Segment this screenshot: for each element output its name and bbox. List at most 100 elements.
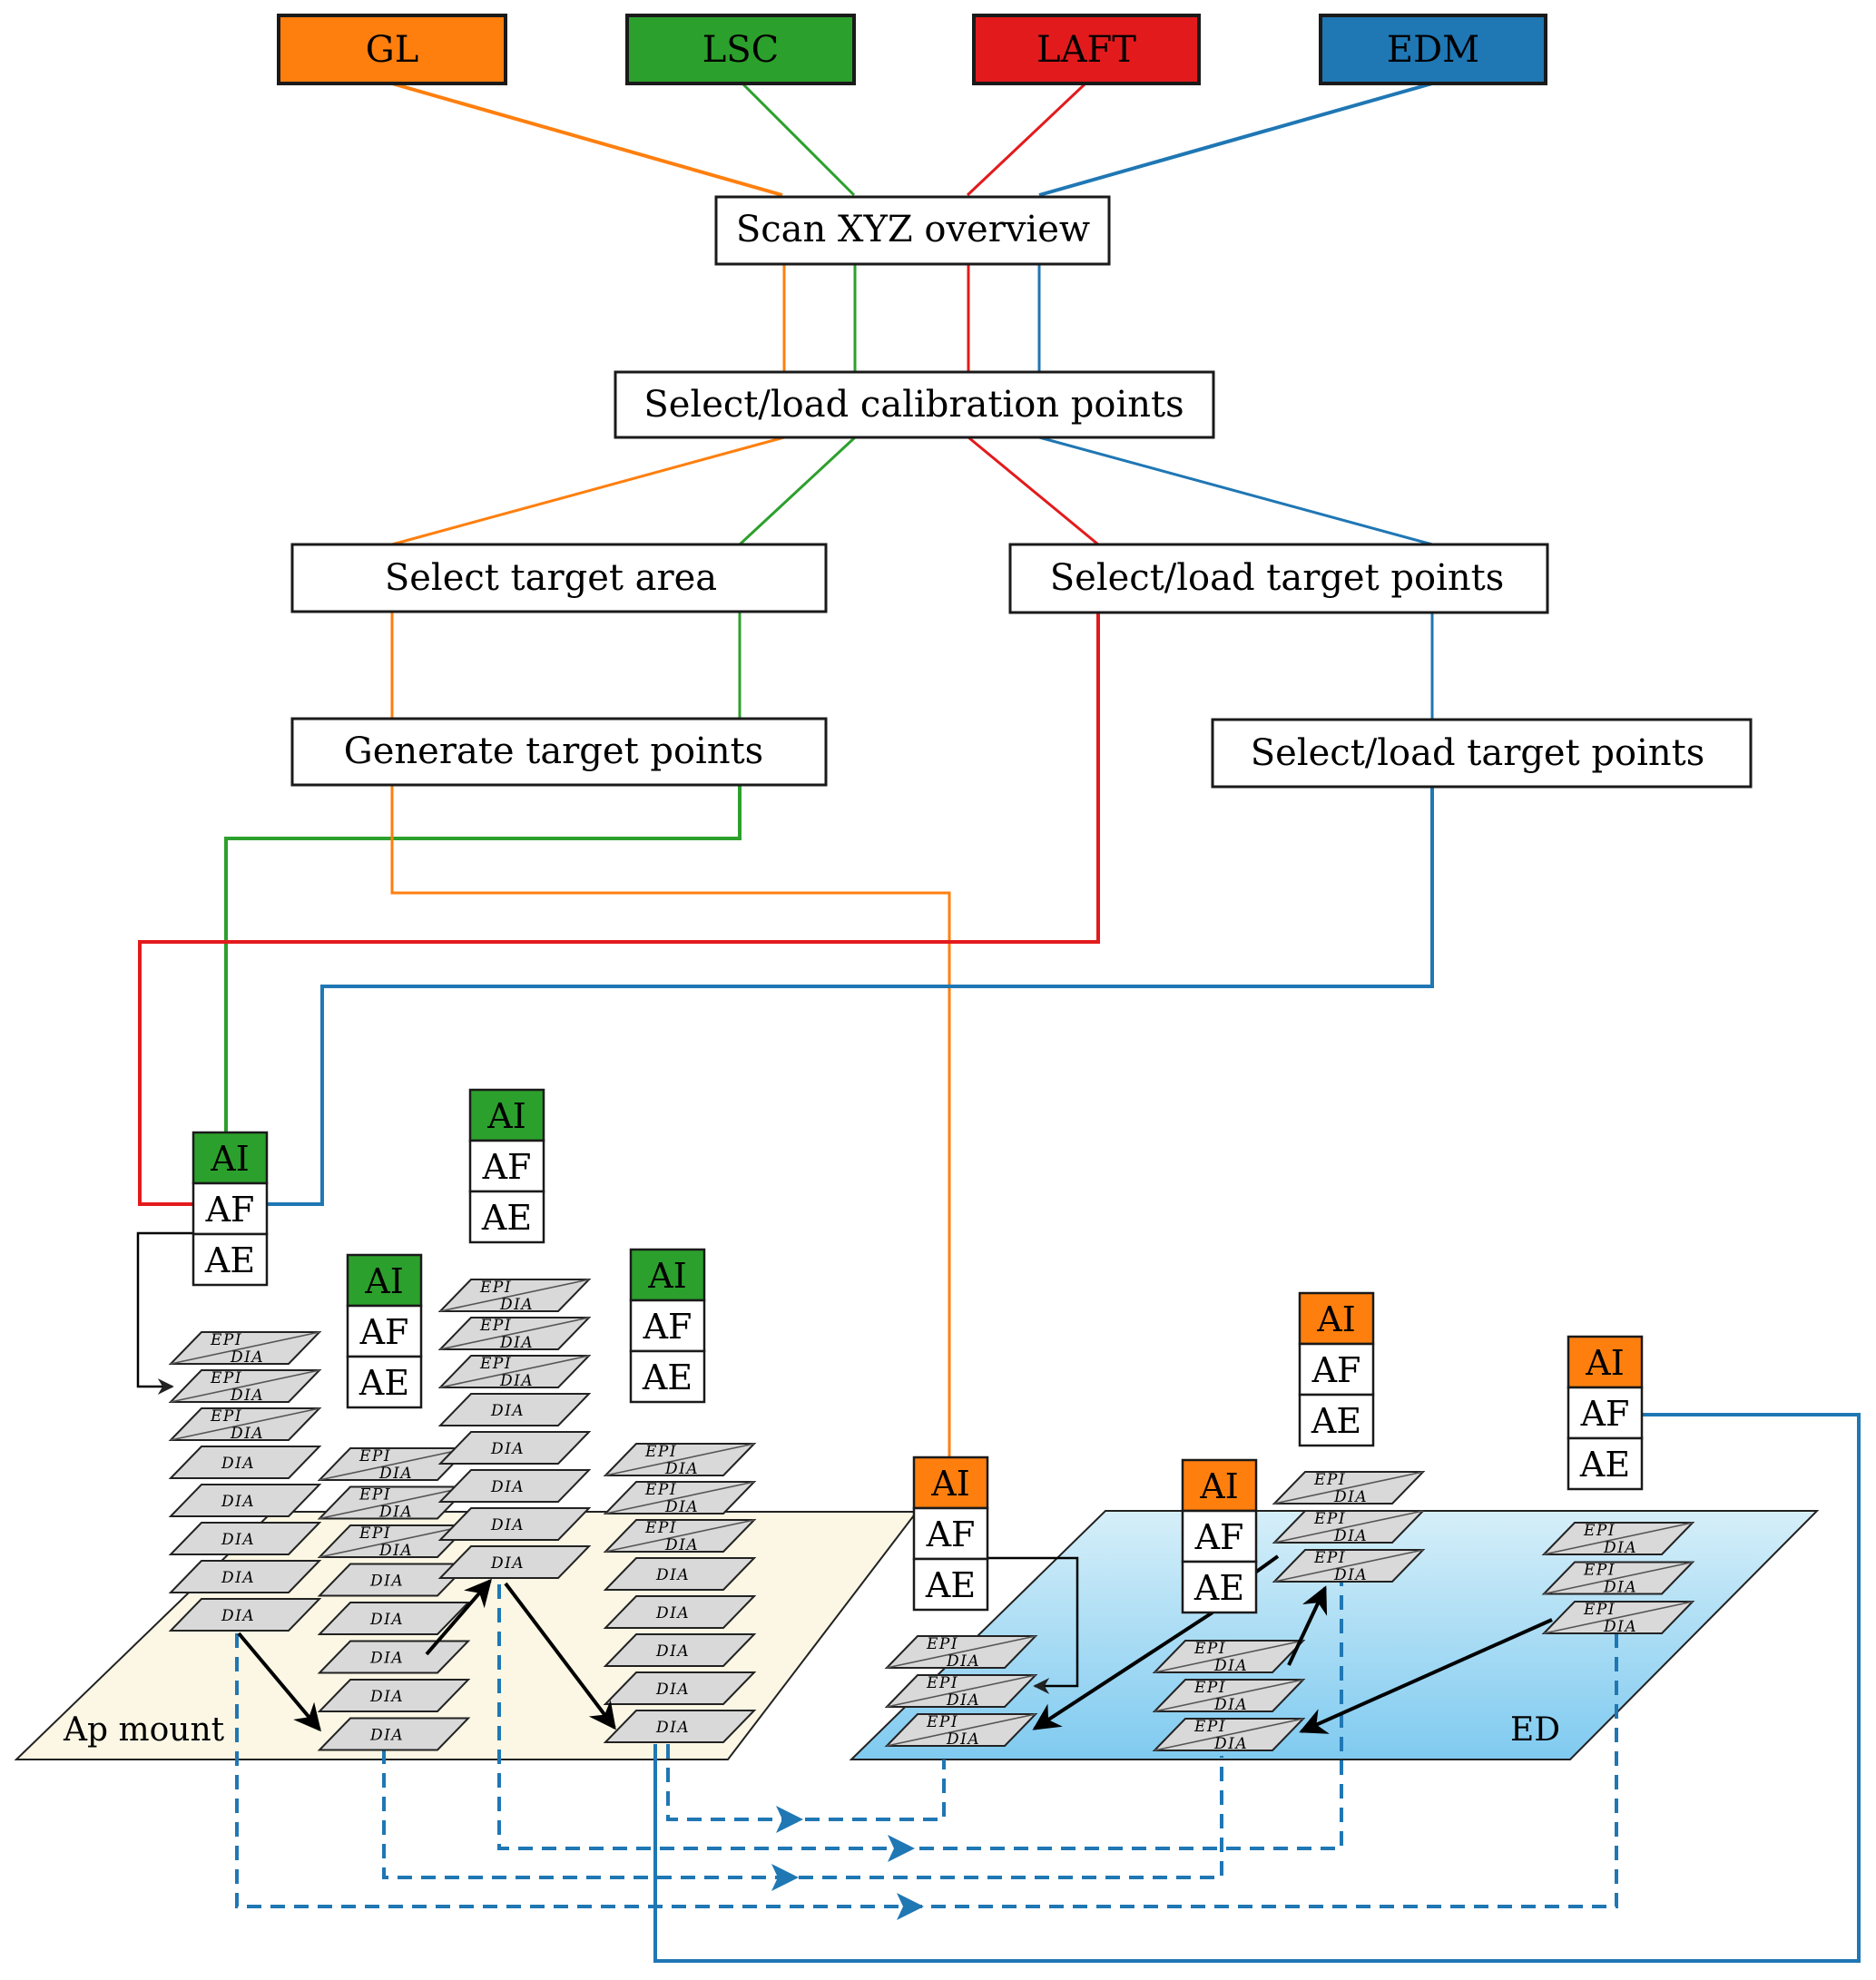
plate-divider	[170, 1331, 320, 1365]
cell-af[interactable]: AF	[629, 1299, 706, 1353]
sample-plate[interactable]: DIA	[317, 1679, 471, 1712]
plate-shape	[168, 1522, 322, 1555]
sample-plate[interactable]: DIA	[168, 1522, 322, 1555]
method-box-laft[interactable]: LAFT	[972, 14, 1201, 85]
sample-plate[interactable]: DIA	[603, 1557, 757, 1591]
plate-label-dia: DIA	[499, 1296, 534, 1314]
sample-plate[interactable]: DIA	[437, 1431, 592, 1465]
plate-label-dia: DIA	[1213, 1696, 1248, 1714]
cell-box	[1567, 1335, 1644, 1389]
cell-ae[interactable]: AE	[346, 1355, 423, 1409]
sample-plate[interactable]: DIA	[603, 1710, 757, 1743]
sample-plate[interactable]: DIA	[603, 1595, 757, 1629]
step-box-target-points-2[interactable]: Select/load target points	[1211, 718, 1753, 789]
sample-plate[interactable]: DIA	[168, 1446, 322, 1479]
plate-label-dia: DIA	[378, 1465, 413, 1483]
step-box-target-area[interactable]: Select target area	[290, 543, 828, 613]
cell-ai[interactable]: AI	[468, 1088, 545, 1142]
cell-ae[interactable]: AE	[1567, 1436, 1644, 1491]
sample-plate[interactable]: DIA	[437, 1545, 592, 1579]
cell-af[interactable]: AF	[1181, 1509, 1258, 1563]
sample-plate[interactable]: DIA	[437, 1469, 592, 1503]
method-box-gl[interactable]: GL	[277, 14, 507, 85]
cell-ae[interactable]: AE	[912, 1557, 989, 1612]
cell-box	[912, 1557, 989, 1612]
cell-ai[interactable]: AI	[629, 1248, 706, 1302]
cell-af[interactable]: AF	[1567, 1386, 1644, 1440]
cell-ai[interactable]: AI	[192, 1131, 269, 1185]
cell-ai[interactable]: AI	[1298, 1291, 1375, 1346]
sample-plate[interactable]: DIA	[603, 1633, 757, 1667]
plate-label-dia: DIA	[490, 1478, 525, 1496]
sample-plate[interactable]: DIA	[437, 1393, 592, 1426]
method-box-edm[interactable]: EDM	[1319, 14, 1547, 85]
plate-label-epi: EPI	[1313, 1510, 1346, 1528]
cell-af[interactable]: AF	[912, 1506, 989, 1561]
cell-ae[interactable]: AE	[468, 1190, 545, 1244]
cell-ae[interactable]: AE	[1181, 1560, 1258, 1614]
cell-af[interactable]: AF	[468, 1139, 545, 1193]
plate-divider	[319, 1524, 469, 1558]
cell-af[interactable]: AF	[192, 1181, 269, 1236]
cell-ai[interactable]: AI	[1567, 1335, 1644, 1389]
sample-plate[interactable]: DIA	[168, 1598, 322, 1632]
cell-af[interactable]: AF	[346, 1304, 423, 1358]
step-box-scan[interactable]: Scan XYZ overview	[714, 195, 1111, 266]
plate-label-dia: DIA	[1333, 1488, 1368, 1506]
cell-label-ai: AI	[1199, 1466, 1238, 1506]
movement-arrows	[136, 1231, 1553, 1734]
cell-ae[interactable]: AE	[192, 1232, 269, 1287]
sample-plate[interactable]: DIA	[317, 1717, 471, 1751]
step-box-target-points-1[interactable]: Select/load target points	[1008, 543, 1549, 614]
laft-calib-points-line	[967, 436, 1099, 546]
cell-label-af: AF	[1311, 1350, 1361, 1390]
cell-ai[interactable]: AI	[1181, 1458, 1258, 1513]
ed-col2-up-arrow	[1287, 1585, 1328, 1666]
method-box-lsc[interactable]: LSC	[625, 14, 856, 85]
step-box-calibration[interactable]: Select/load calibration points	[614, 370, 1215, 439]
plate-label-epi: EPI	[644, 1481, 677, 1499]
cell-label-ae: AE	[481, 1198, 532, 1238]
sample-plate[interactable]: DIA	[168, 1484, 322, 1517]
sample-plate[interactable]: DIA	[603, 1671, 757, 1705]
sample-plate[interactable]: DIA	[168, 1560, 322, 1593]
cell-ai[interactable]: AI	[912, 1456, 989, 1510]
sample-plate[interactable]: DIA	[317, 1563, 471, 1597]
cell-af[interactable]: AF	[1298, 1342, 1375, 1397]
sample-plate[interactable]: DIA	[317, 1602, 471, 1635]
step-box-generate[interactable]: Generate target points	[290, 717, 828, 787]
sample-plate[interactable]: DIA	[437, 1507, 592, 1541]
plate-divider	[439, 1279, 590, 1312]
plate-shape	[603, 1710, 757, 1743]
cell-ae[interactable]: AE	[1298, 1393, 1375, 1447]
plate-label-dia: DIA	[664, 1498, 699, 1516]
cell-ae[interactable]: AE	[629, 1349, 706, 1404]
cell-ai[interactable]: AI	[346, 1253, 423, 1308]
cell-box	[346, 1253, 423, 1308]
